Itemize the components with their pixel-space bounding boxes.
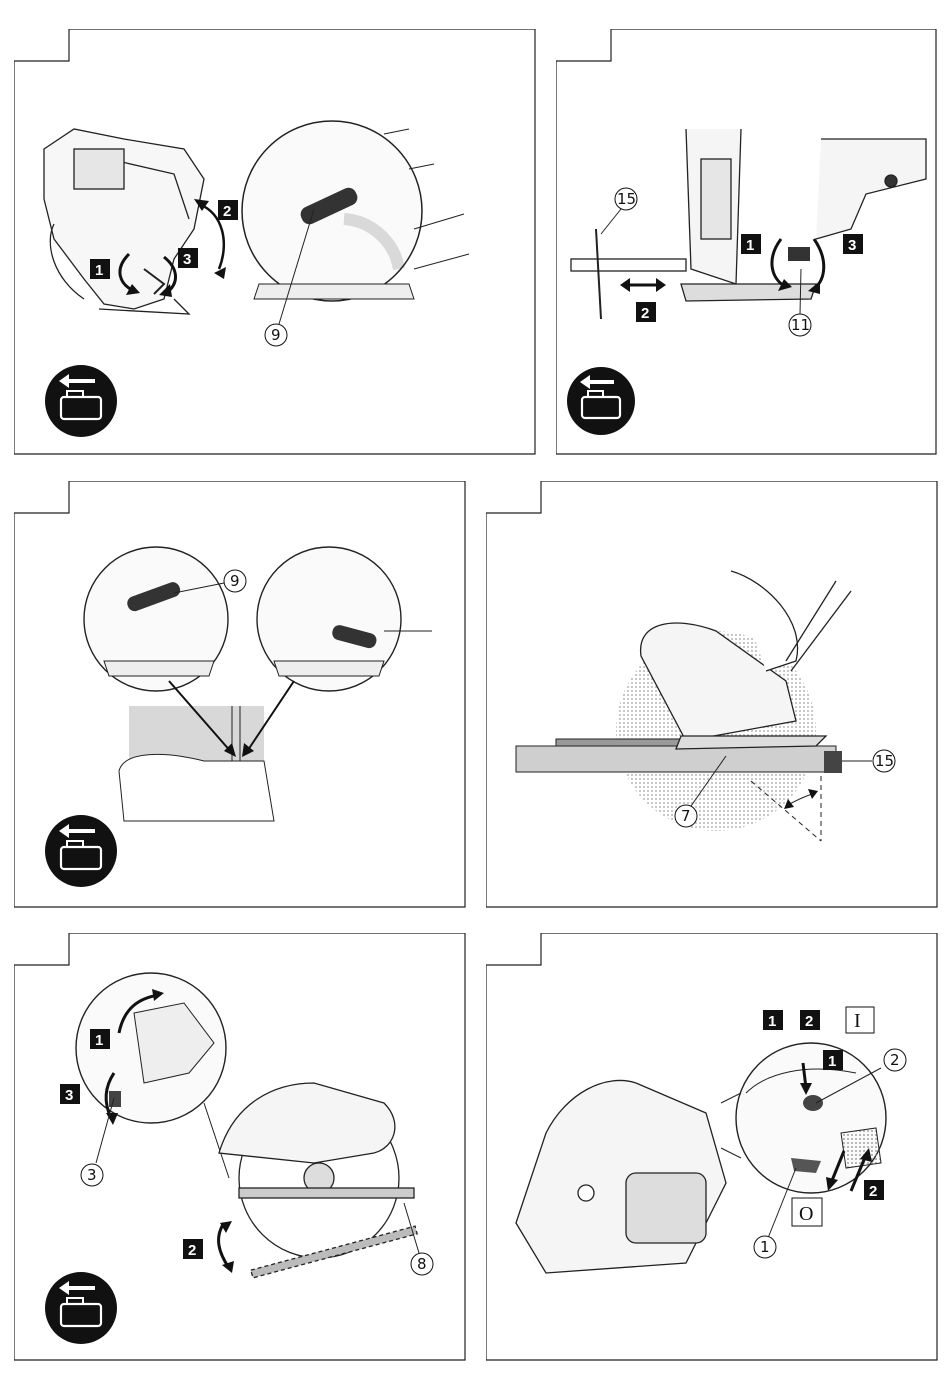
step-1-marker: 1 bbox=[90, 259, 110, 279]
battery-remove-icon bbox=[45, 815, 117, 887]
step-2-marker: 2 bbox=[636, 302, 656, 322]
panel-2: 1 2 3 15 11 bbox=[556, 29, 937, 455]
panel-3: 9 bbox=[14, 481, 466, 908]
step-2-marker: 2 bbox=[218, 200, 238, 220]
switch-off-symbol: O bbox=[792, 1198, 822, 1226]
saw-top-illustration bbox=[516, 1080, 726, 1273]
svg-text:3: 3 bbox=[87, 1166, 97, 1184]
detail-zoom-right bbox=[257, 547, 432, 691]
panel-6: 1 2 I 1 2 O 2 1 bbox=[486, 933, 938, 1361]
battery-remove-icon bbox=[567, 367, 635, 435]
svg-text:15: 15 bbox=[617, 190, 636, 208]
svg-text:3: 3 bbox=[183, 251, 191, 268]
svg-text:2: 2 bbox=[869, 1183, 877, 1200]
step-1-marker: 1 bbox=[90, 1029, 110, 1049]
saw-base-illustration bbox=[571, 129, 926, 319]
svg-text:7: 7 bbox=[681, 807, 691, 825]
svg-text:11: 11 bbox=[791, 316, 810, 334]
svg-text:1: 1 bbox=[95, 262, 103, 279]
step-2-marker: 2 bbox=[183, 1239, 203, 1259]
detail-zoom-circle bbox=[76, 973, 229, 1178]
svg-text:9: 9 bbox=[230, 572, 240, 590]
detail-zoom-circle bbox=[242, 121, 469, 301]
callout-8: 8 bbox=[404, 1203, 433, 1275]
step-2-marker: 2 bbox=[800, 1010, 820, 1030]
svg-text:3: 3 bbox=[848, 237, 856, 254]
detail-zoom-circle bbox=[736, 1043, 886, 1193]
svg-text:1: 1 bbox=[95, 1032, 103, 1049]
step-1-marker-detail: 1 bbox=[823, 1050, 843, 1070]
svg-text:1: 1 bbox=[746, 237, 754, 254]
circular-saw-illustration bbox=[44, 129, 204, 314]
svg-text:1: 1 bbox=[828, 1053, 836, 1070]
svg-text:1: 1 bbox=[760, 1238, 770, 1256]
callout-11: 11 bbox=[789, 269, 811, 336]
battery-remove-icon bbox=[45, 1272, 117, 1344]
step-1-marker: 1 bbox=[741, 234, 761, 254]
svg-text:2: 2 bbox=[223, 203, 231, 220]
callout-15: 15 bbox=[842, 750, 895, 772]
switch-on-symbol: I bbox=[846, 1007, 874, 1033]
panel-5: 1 2 3 3 8 bbox=[14, 933, 466, 1361]
svg-text:1: 1 bbox=[768, 1013, 776, 1030]
battery-remove-icon bbox=[45, 365, 117, 437]
svg-text:2: 2 bbox=[890, 1051, 900, 1069]
svg-text:2: 2 bbox=[805, 1013, 813, 1030]
panel-1: 1 2 3 9 bbox=[14, 29, 536, 455]
panel-4: 15 7 bbox=[486, 481, 938, 908]
detail-zoom-left bbox=[84, 547, 228, 691]
svg-text:I: I bbox=[854, 1010, 861, 1032]
svg-text:O: O bbox=[799, 1203, 813, 1225]
callout-15: 15 bbox=[601, 188, 637, 234]
saw-side-illustration bbox=[219, 1083, 417, 1278]
step-2-marker-detail: 2 bbox=[864, 1180, 884, 1200]
svg-text:2: 2 bbox=[188, 1242, 196, 1259]
step-1-marker: 1 bbox=[763, 1010, 783, 1030]
step-3-marker: 3 bbox=[843, 234, 863, 254]
svg-text:9: 9 bbox=[271, 326, 281, 344]
svg-text:2: 2 bbox=[641, 305, 649, 322]
svg-text:3: 3 bbox=[65, 1087, 73, 1104]
svg-text:8: 8 bbox=[417, 1255, 427, 1273]
step-3-marker: 3 bbox=[60, 1084, 80, 1104]
step-3-marker: 3 bbox=[178, 248, 198, 268]
svg-text:15: 15 bbox=[875, 752, 894, 770]
